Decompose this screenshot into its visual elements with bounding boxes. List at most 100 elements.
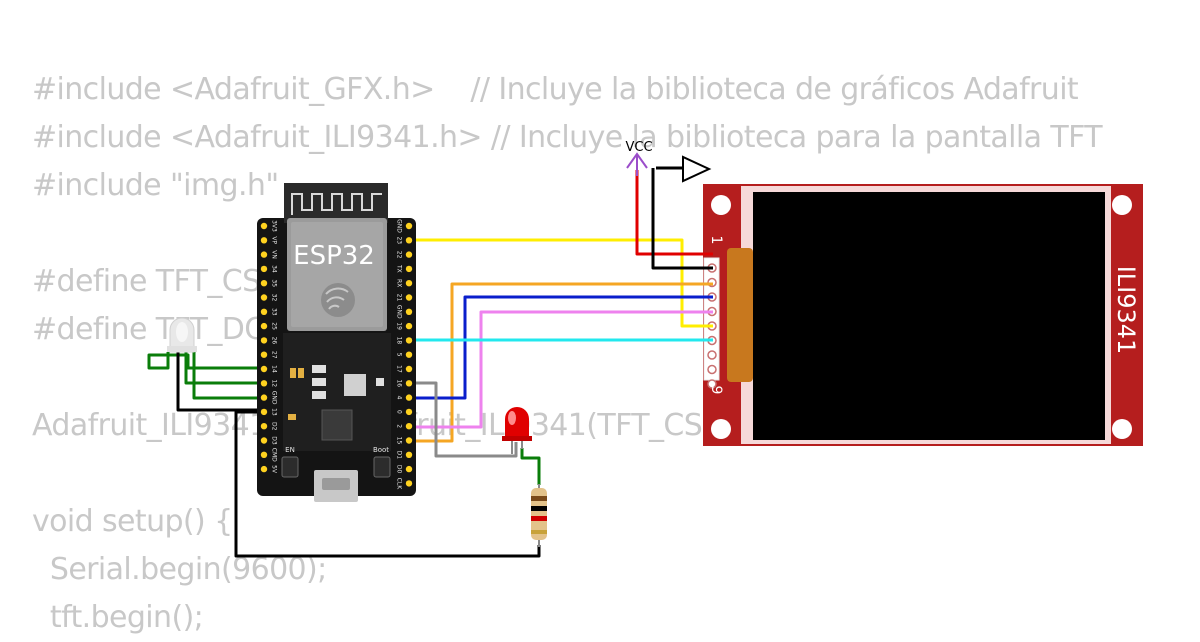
display-label: ILI9341	[1112, 266, 1140, 355]
header-pin-left[interactable]	[260, 437, 268, 444]
pin-label: GND	[271, 391, 278, 405]
display-pin[interactable]	[707, 379, 717, 389]
header-pin-left[interactable]	[260, 280, 268, 287]
pin-label: 14	[271, 365, 278, 373]
tft-display-module[interactable]: 1 9 ILI9341	[703, 184, 1143, 446]
wire-green-rgb-1[interactable]	[147, 352, 263, 370]
red-led[interactable]	[502, 407, 532, 454]
rgb-led[interactable]	[167, 317, 197, 353]
header-pin-right[interactable]	[405, 423, 413, 430]
header-pin-left[interactable]	[260, 351, 268, 358]
header-pin-right[interactable]	[405, 480, 413, 487]
header-pin-right[interactable]	[405, 465, 413, 473]
wire-black-gnd[interactable]	[651, 166, 713, 270]
header-pin-left[interactable]	[260, 380, 268, 387]
header-pin-right[interactable]	[405, 322, 413, 330]
module-shield	[291, 222, 383, 327]
header-pin-left[interactable]	[260, 423, 268, 430]
header-pin-right[interactable]	[405, 380, 413, 387]
mount-hole	[1112, 419, 1132, 439]
pin-label: D3	[271, 436, 278, 445]
smd-component	[298, 368, 304, 378]
header-pin-left[interactable]	[260, 222, 268, 230]
smd-component	[376, 378, 384, 386]
header-pin-left[interactable]	[260, 451, 268, 458]
pin-label: CMD	[271, 448, 278, 462]
wire-orange[interactable]	[409, 282, 713, 443]
voltage-regulator	[344, 374, 366, 396]
wire-black-rgb[interactable]	[176, 352, 263, 412]
code-line: void setup() {	[32, 504, 233, 539]
wire-pink[interactable]	[409, 310, 713, 429]
pin-label: 26	[271, 337, 278, 345]
pin-label: 19	[396, 322, 403, 330]
pin-label: 3V3	[271, 220, 278, 232]
header-pin-right[interactable]	[405, 251, 413, 258]
antenna-trace	[291, 193, 382, 215]
header-pin-right[interactable]	[405, 280, 413, 287]
pin-label: 22	[396, 251, 403, 259]
pin-label: RX	[396, 279, 403, 287]
code-line: tft.begin();	[32, 600, 204, 635]
header-pin-left[interactable]	[260, 237, 268, 244]
wire-green-rgb-2[interactable]	[184, 352, 263, 385]
pin-label: 2	[396, 424, 403, 428]
espressif-logo-icon	[321, 283, 355, 317]
pin-label: 13	[271, 408, 278, 416]
header-pin-right[interactable]	[405, 437, 413, 444]
header-pin-right[interactable]	[405, 451, 413, 458]
wire-gray[interactable]	[409, 381, 518, 458]
wire-green-led[interactable]	[520, 448, 541, 485]
resistor-band	[531, 530, 547, 534]
display-flex-connector	[727, 248, 753, 382]
header-pin-left[interactable]	[260, 394, 268, 401]
micro-usb-opening	[322, 478, 350, 490]
header-pin-right[interactable]	[405, 408, 413, 416]
en-button-label: EN	[285, 446, 295, 454]
vcc-label: VCC	[625, 140, 652, 155]
resistor[interactable]	[531, 484, 547, 547]
pin-label: GND	[396, 305, 403, 319]
header-pin-right[interactable]	[405, 222, 413, 230]
header-pin-right[interactable]	[405, 294, 413, 301]
resistor-band	[531, 496, 547, 501]
header-pin-left[interactable]	[260, 365, 268, 373]
header-pin-left[interactable]	[260, 408, 268, 416]
header-pin-left[interactable]	[260, 322, 268, 330]
header-pin-right[interactable]	[405, 365, 413, 373]
pin-label: 33	[271, 308, 278, 316]
en-button[interactable]	[281, 456, 299, 478]
header-pin-left[interactable]	[260, 294, 268, 301]
display-pin-label-last: 9	[708, 386, 724, 395]
wire-red-vcc[interactable]	[635, 170, 713, 256]
pin-label: D2	[271, 422, 278, 431]
header-pin-right[interactable]	[405, 351, 413, 358]
header-pin-left[interactable]	[260, 308, 268, 315]
header-pin-right[interactable]	[405, 337, 413, 344]
boot-button[interactable]	[373, 456, 391, 478]
header-pin-right[interactable]	[405, 394, 413, 401]
display-pin[interactable]	[707, 364, 717, 375]
boot-button-label: Boot	[373, 446, 389, 454]
header-pin-left[interactable]	[260, 251, 268, 258]
board-label: ESP32	[293, 241, 375, 271]
pin-label: TX	[396, 264, 403, 273]
pin-label: D0	[396, 465, 403, 474]
header-pin-left[interactable]	[260, 337, 268, 344]
code-line: #include <Adafruit_GFX.h> // Incluye la …	[32, 72, 1079, 107]
wire-black-resistor[interactable]	[234, 410, 541, 558]
header-pin-right[interactable]	[405, 308, 413, 315]
header-pin-left[interactable]	[260, 465, 268, 473]
code-background: #include <Adafruit_GFX.h> // Incluye la …	[32, 66, 1103, 642]
display-pin[interactable]	[707, 350, 717, 360]
wire-green-rgb-3[interactable]	[192, 352, 263, 400]
header-pin-right[interactable]	[405, 237, 413, 244]
smd-component	[312, 365, 326, 373]
header-pin-left[interactable]	[260, 265, 268, 273]
code-line: #include "img.h"	[32, 168, 279, 203]
pin-label: 15	[396, 437, 403, 445]
mount-hole	[711, 419, 731, 439]
header-pin-right[interactable]	[405, 265, 413, 273]
esp32-board[interactable]: ESP32 EN Boot 3V3VPVN343532332526271412G…	[257, 183, 416, 502]
